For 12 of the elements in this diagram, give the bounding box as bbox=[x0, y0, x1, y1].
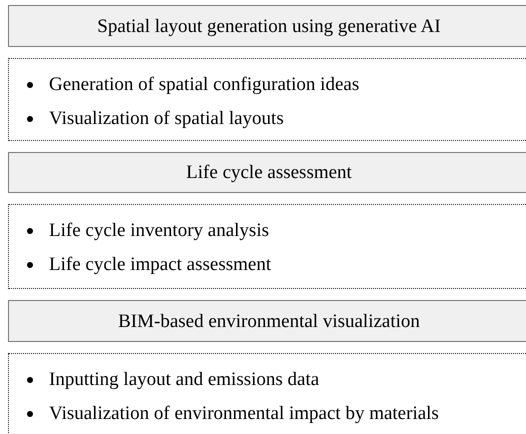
section-header-box: Life cycle assessment bbox=[8, 152, 526, 193]
dotted-list-box bbox=[8, 58, 526, 141]
section-header-box: BIM-based environmental visualization bbox=[8, 300, 526, 342]
list-item: Visualization of environmental impact by materials bbox=[49, 402, 439, 426]
list-item: Life cycle impact assessment bbox=[49, 253, 272, 277]
list-item: Generation of spatial configuration ideas bbox=[49, 73, 360, 97]
dotted-list-box bbox=[8, 204, 526, 289]
list-item: Inputting layout and emissions data bbox=[49, 368, 320, 392]
list-item: Visualization of spatial layouts bbox=[49, 107, 284, 131]
list-item: Life cycle inventory analysis bbox=[49, 219, 270, 243]
section-header-box: Spatial layout generation using generative AI bbox=[8, 5, 526, 47]
dotted-list-box bbox=[8, 353, 526, 434]
